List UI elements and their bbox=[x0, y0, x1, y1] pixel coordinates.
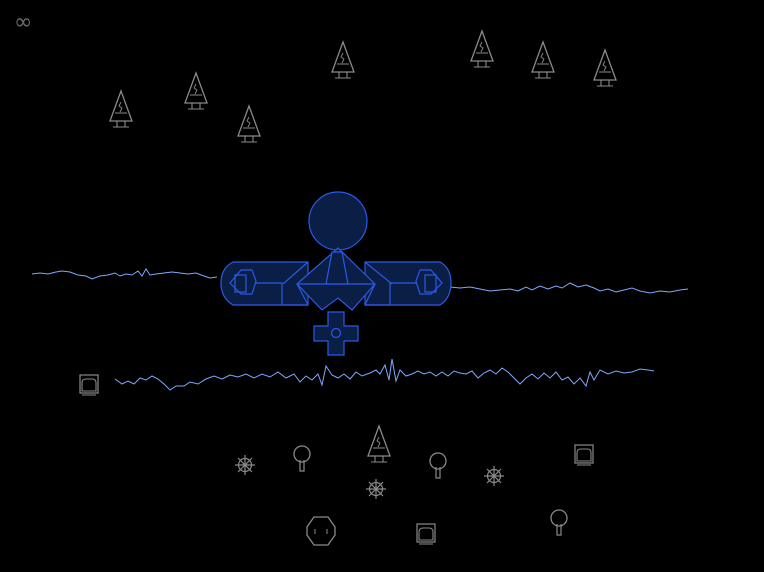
tree bbox=[109, 90, 133, 128]
energy-wave-lower bbox=[114, 358, 655, 391]
mothership-dome bbox=[308, 191, 368, 251]
player-mothership bbox=[220, 191, 452, 356]
crate bbox=[574, 444, 594, 466]
tree bbox=[470, 30, 494, 68]
crate bbox=[416, 523, 436, 545]
spiked-mine bbox=[365, 478, 387, 500]
spiked-mine bbox=[234, 454, 256, 476]
tree bbox=[184, 72, 208, 110]
tree bbox=[331, 41, 355, 79]
crate bbox=[79, 374, 99, 396]
spiked-mine bbox=[483, 465, 505, 487]
tree bbox=[237, 105, 261, 143]
tree bbox=[531, 41, 555, 79]
tree bbox=[593, 49, 617, 87]
energy-wave-left bbox=[31, 268, 218, 280]
octagon-pod bbox=[306, 516, 336, 546]
mushroom bbox=[429, 452, 447, 479]
mushroom bbox=[550, 509, 568, 536]
mushroom bbox=[293, 445, 311, 472]
infinity-icon: ∞ bbox=[14, 10, 32, 35]
energy-wave-right bbox=[449, 282, 689, 294]
tree bbox=[367, 425, 391, 463]
